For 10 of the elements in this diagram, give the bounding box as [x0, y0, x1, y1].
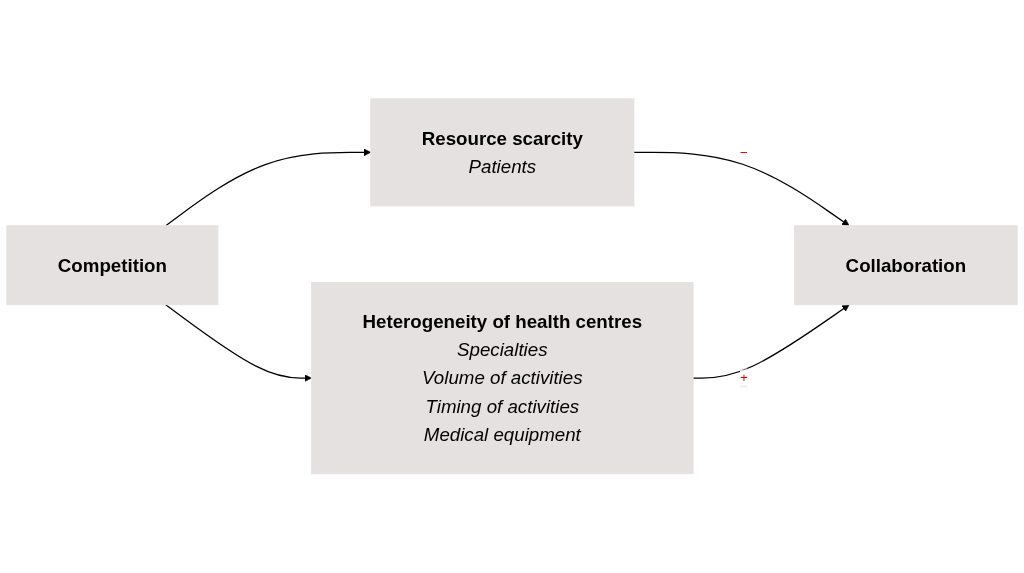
- arrow: [692, 304, 850, 379]
- edge-label: −: [739, 144, 748, 160]
- arrow: [165, 148, 372, 227]
- arrow: [633, 151, 850, 227]
- node-box: Resource scarcity Patients: [370, 98, 635, 207]
- edge-label: +: [739, 370, 748, 386]
- node-box: Competition: [6, 225, 219, 306]
- node-box: Collaboration: [794, 225, 1018, 306]
- node-box: Heterogeneity of health centres Specialties Volume of activities Timing of activities Medical equipment: [311, 282, 694, 475]
- arrow: [165, 304, 312, 383]
